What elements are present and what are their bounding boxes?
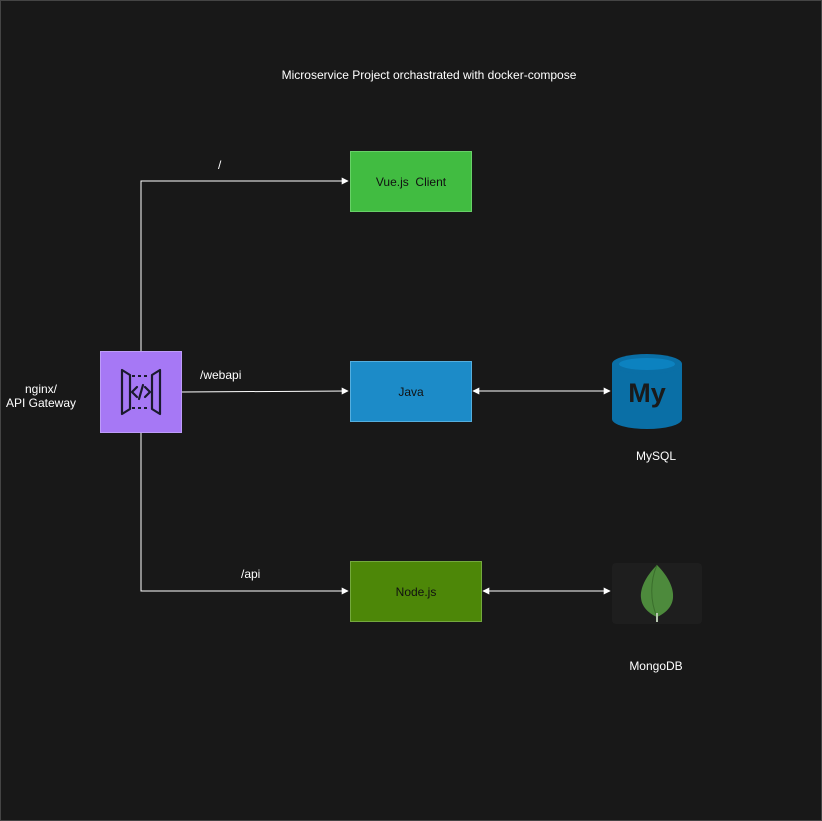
mongodb-tile[interactable]	[612, 563, 702, 624]
mongodb-icon	[640, 564, 674, 622]
api-gateway-caption-line2: API Gateway	[5, 396, 77, 410]
api-gateway-icon	[120, 368, 162, 416]
route-label-webapi: /webapi	[200, 368, 242, 382]
diagram-title: Microservice Project orchastrated with d…	[281, 68, 577, 82]
route-edge-api	[140, 433, 349, 595]
api-gateway-caption-line1: nginx/	[24, 382, 58, 396]
mongodb-caption: MongoDB	[629, 659, 683, 673]
api-gateway-caption: nginx/ API Gateway	[1, 382, 81, 410]
route-edge-root	[140, 177, 349, 351]
java-service-label: Java	[398, 384, 424, 399]
api-gateway-node[interactable]	[100, 351, 182, 433]
mysql-logo-text: My	[628, 378, 666, 408]
java-service-node[interactable]: Java	[350, 361, 472, 422]
vue-client-node[interactable]: Vue.js Client	[350, 151, 472, 212]
mysql-caption: MySQL	[635, 449, 676, 463]
node-service-node[interactable]: Node.js	[350, 561, 482, 622]
vue-client-label: Vue.js Client	[375, 174, 447, 189]
route-label-api: /api	[241, 567, 261, 581]
node-service-label: Node.js	[395, 584, 437, 599]
mysql-icon: My	[612, 354, 682, 429]
route-edge-webapi	[181, 387, 349, 395]
route-label-root: /	[218, 158, 222, 172]
